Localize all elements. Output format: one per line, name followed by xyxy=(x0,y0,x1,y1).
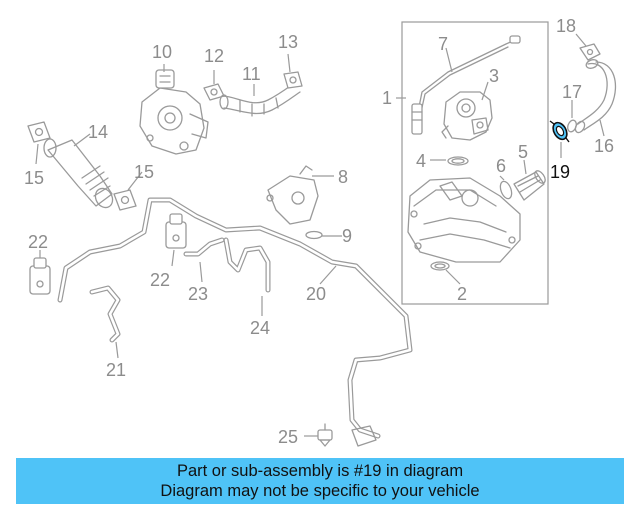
callout-6: 6 xyxy=(496,156,506,176)
callout-1: 1 xyxy=(382,88,392,108)
part-1-egr-cooler xyxy=(407,177,521,263)
callout-11: 11 xyxy=(242,64,261,84)
part-13-gasket xyxy=(283,71,303,89)
callout-17: 17 xyxy=(562,82,582,102)
part-4-gasket xyxy=(447,156,469,166)
part-25-fitting xyxy=(317,423,333,447)
callout-15a: 15 xyxy=(24,168,44,188)
part-14-pipe xyxy=(43,138,114,209)
callout-15b: 15 xyxy=(134,162,154,182)
callout-5: 5 xyxy=(518,142,528,162)
callout-21: 21 xyxy=(106,360,126,380)
part-17-seal xyxy=(567,119,577,133)
info-banner: Part or sub-assembly is #19 in diagram D… xyxy=(16,458,624,504)
part-3-egr-valve xyxy=(441,91,493,141)
part-7-tube xyxy=(411,35,521,135)
callout-20: 20 xyxy=(306,284,326,304)
callout-13: 13 xyxy=(278,32,298,52)
group-box xyxy=(401,21,549,305)
callout-9: 9 xyxy=(342,226,352,246)
banner-line-1: Part or sub-assembly is #19 in diagram xyxy=(176,462,464,480)
callout-10: 10 xyxy=(152,42,172,62)
part-22b-solenoid xyxy=(165,213,187,249)
callout-8: 8 xyxy=(338,167,348,187)
part-8-bracket xyxy=(266,165,319,225)
callout-22b: 22 xyxy=(150,270,170,290)
callout-7: 7 xyxy=(438,34,448,54)
part-9-oring xyxy=(305,230,323,240)
callout-23: 23 xyxy=(188,284,208,304)
part-24-hose xyxy=(223,237,271,293)
callout-19: 19 xyxy=(550,162,570,182)
part-5-connector xyxy=(513,170,546,201)
part-6-oring xyxy=(499,180,513,200)
part-23-hose xyxy=(183,237,225,257)
callout-4: 4 xyxy=(416,151,426,171)
callout-3: 3 xyxy=(489,66,499,86)
part-19-clamp xyxy=(549,120,570,143)
part-20-line xyxy=(57,197,413,447)
leader-lines xyxy=(35,33,605,437)
part-15a-gasket xyxy=(27,121,51,143)
part-15b-gasket xyxy=(113,189,137,211)
callout-18: 18 xyxy=(556,16,576,36)
part-21-hose xyxy=(89,285,121,343)
part-2-gasket xyxy=(430,261,450,271)
callout-24: 24 xyxy=(250,318,270,338)
callout-2: 2 xyxy=(457,284,467,304)
callout-25: 25 xyxy=(278,427,298,447)
banner-line-2: Diagram may not be specific to your vehi… xyxy=(160,482,480,500)
callout-16: 16 xyxy=(594,136,614,156)
part-22a-solenoid xyxy=(29,257,51,295)
part-18-gasket xyxy=(579,43,601,61)
callout-14: 14 xyxy=(88,122,108,142)
callout-12: 12 xyxy=(204,46,224,66)
callout-22a: 22 xyxy=(28,232,48,252)
part-10-actuator xyxy=(139,69,209,155)
